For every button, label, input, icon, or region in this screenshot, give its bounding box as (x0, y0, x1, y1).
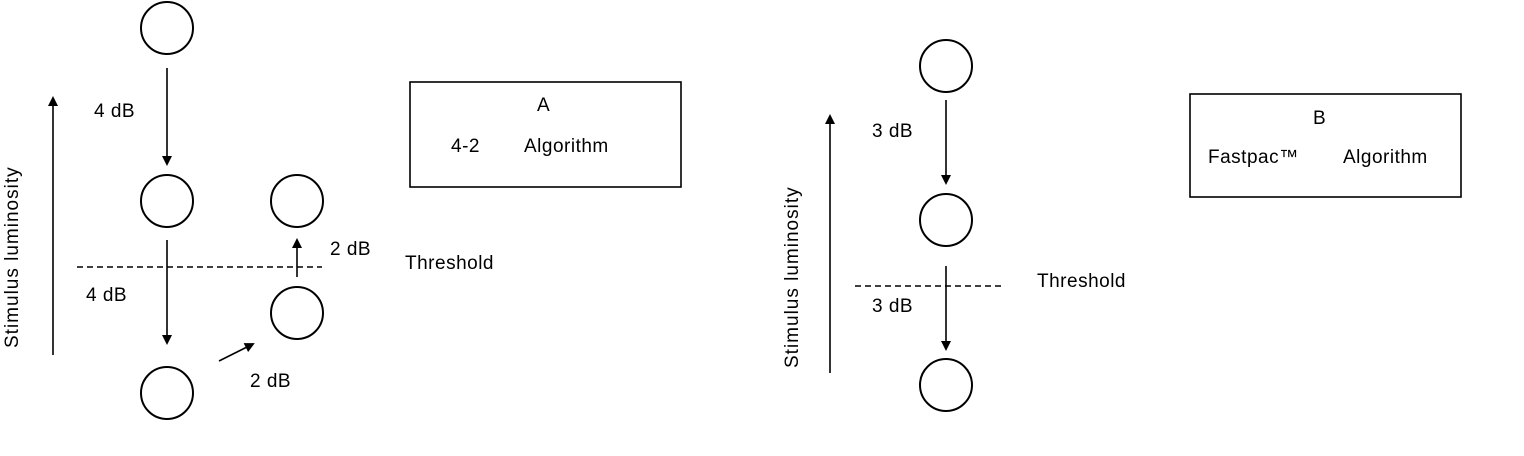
axis-label-b: Stimulus luminosity (782, 186, 803, 368)
stimulus-circle (140, 366, 194, 420)
step-label: 2 dB (250, 371, 291, 392)
stimulus-circle (140, 1, 194, 55)
algorithm-box-a (409, 81, 682, 188)
axis-label-a: Stimulus luminosity (2, 166, 23, 348)
box-title-a: Algorithm (524, 136, 609, 157)
step-label: 4 dB (86, 285, 127, 306)
algorithm-box-b (1189, 93, 1462, 198)
step-label: 3 dB (872, 296, 913, 317)
stimulus-circle (919, 39, 973, 93)
box-title-b: Algorithm (1343, 147, 1428, 168)
panel-b: Stimulus luminosity Threshold 3 dB 3 dB … (782, 39, 1462, 412)
box-title-name-b: Fastpac™ (1208, 147, 1299, 168)
stimulus-circle (919, 358, 973, 412)
step-label: 2 dB (330, 239, 371, 260)
panel-a: Stimulus luminosity Threshold 4 dB 4 dB … (2, 1, 682, 420)
stimulus-circle (270, 174, 324, 228)
stimulus-circle (919, 193, 973, 247)
step-up-arrow (218, 343, 255, 362)
box-letter-b: B (1313, 108, 1326, 129)
stimulus-circle (270, 286, 324, 340)
box-letter-a: A (537, 95, 550, 116)
threshold-label-b: Threshold (1037, 271, 1126, 292)
box-title-num-a: 4-2 (451, 136, 480, 157)
step-label: 3 dB (872, 121, 913, 142)
threshold-label-a: Threshold (405, 253, 494, 274)
step-label: 4 dB (94, 101, 135, 122)
stimulus-circle (140, 174, 194, 228)
